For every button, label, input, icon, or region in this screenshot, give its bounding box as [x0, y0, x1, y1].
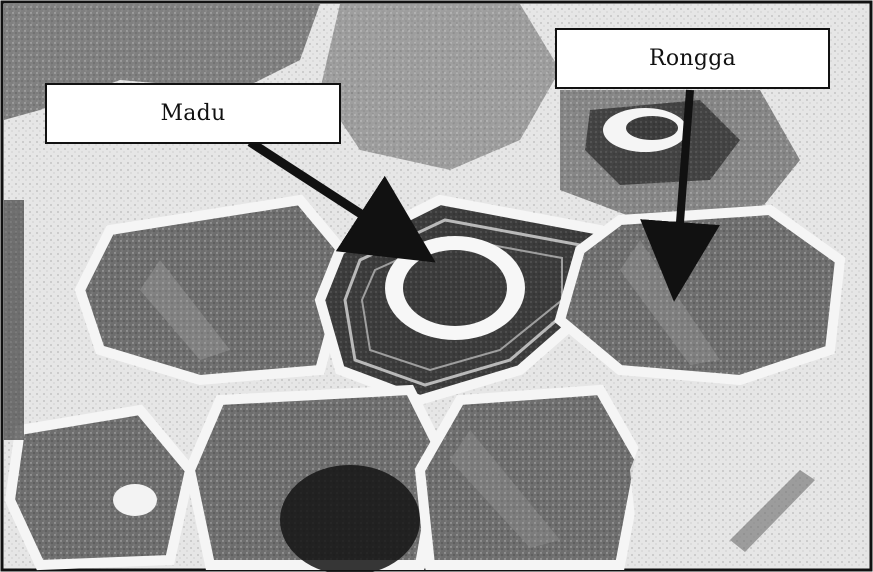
label-cavity-text: Rongga	[649, 46, 736, 71]
cell-bottom-left	[10, 410, 190, 565]
honey-core	[403, 250, 507, 326]
label-honey-text: Madu	[160, 101, 225, 126]
label-honey: Madu	[45, 83, 341, 144]
label-cavity: Rongga	[555, 28, 830, 89]
